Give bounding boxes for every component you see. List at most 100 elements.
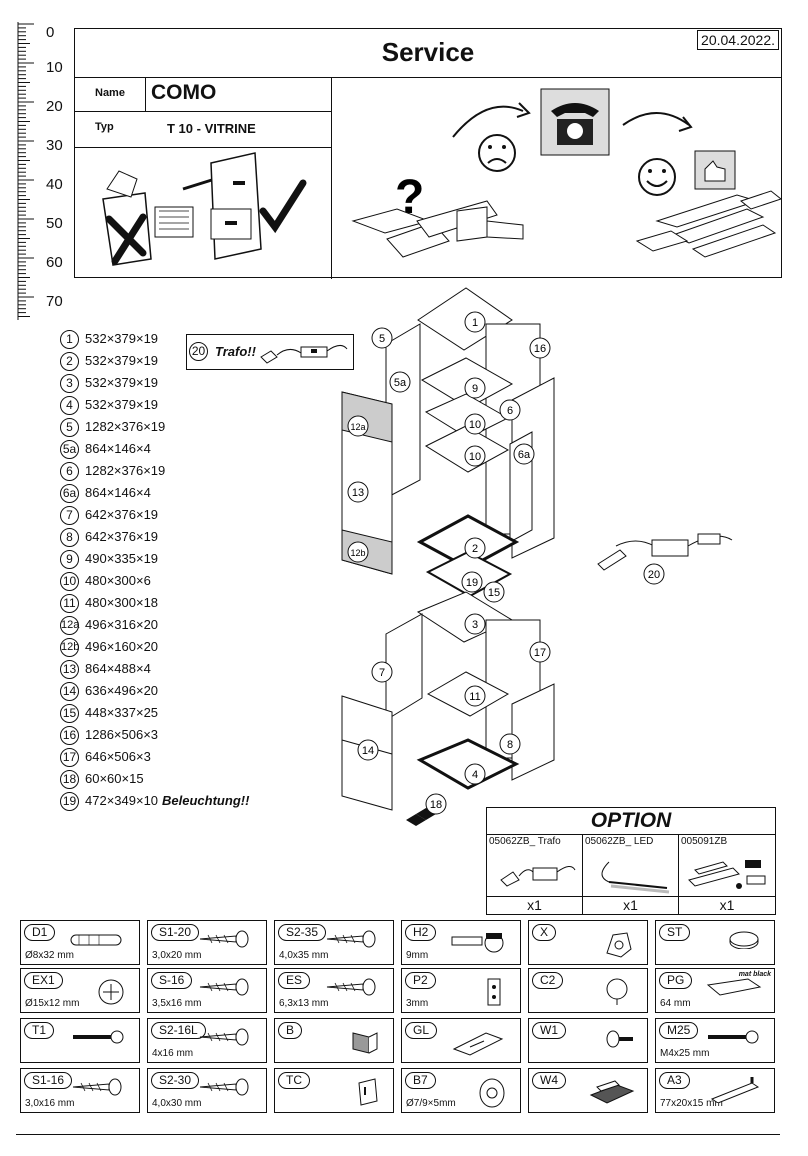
angle-icon [708, 1077, 764, 1108]
hardware-dimension: 3,0x16 mm [25, 1098, 75, 1109]
part-number: 18 [60, 770, 79, 789]
option-qty: x1 [679, 896, 775, 914]
hardware-code: P2 [405, 972, 436, 989]
hardware-code: S2-16L [151, 1022, 206, 1039]
cam-lock-icon [93, 977, 129, 1012]
ruler-label: 60 [46, 254, 63, 271]
part-number: 8 [60, 528, 79, 547]
ruler-label: 50 [46, 215, 63, 232]
callout-label: 19 [466, 577, 478, 589]
part-number: 12a [60, 616, 79, 635]
name-value: COMO [151, 81, 217, 104]
hardware-code: S2-35 [278, 924, 327, 941]
typ-cell: Typ T 10 - VITRINE [75, 111, 331, 148]
option-title: OPTION [487, 808, 775, 835]
hardware-code: S-16 [151, 972, 193, 989]
callout-circle [347, 541, 369, 563]
callout-label: 9 [472, 383, 478, 395]
hardware-dimension: 77x20x15 mm [660, 1098, 723, 1109]
cap-icon [601, 977, 637, 1012]
callout-label: 4 [472, 769, 478, 781]
hardware-code: C2 [532, 972, 564, 989]
clip-icon [601, 929, 637, 964]
part-number: 1 [60, 330, 79, 349]
hardware-item: ST [655, 920, 775, 965]
part-number: 15 [60, 704, 79, 723]
hardware-dimension: 6,3x13 mm [279, 998, 329, 1009]
option-code: 005091ZB [681, 836, 728, 847]
hardware-code: EX1 [24, 972, 63, 989]
callout-label: 16 [534, 343, 546, 355]
part-number: 20 [189, 342, 208, 361]
plate-icon [480, 977, 510, 1012]
hardware-item: A3 77x20x15 mm [655, 1068, 775, 1113]
name-label: Name [95, 87, 125, 99]
option-code: 05062ZB_ Trafo [489, 836, 561, 847]
ruler-label: 10 [46, 59, 63, 76]
hardware-item: GL [401, 1018, 521, 1063]
part-dimensions: 532×379×19 [85, 396, 159, 412]
part-dimensions: 490×335×19 [85, 550, 159, 566]
part-number: 7 [60, 506, 79, 525]
option-box: OPTION 05062ZB_ Trafo x1 05062ZB_ LED x1… [486, 807, 776, 915]
hardware-code: ST [659, 924, 691, 941]
callout-circle [461, 571, 483, 593]
part-number: 2 [60, 352, 79, 371]
callout-circle [499, 733, 521, 755]
callout-label: 2 [472, 543, 478, 555]
hardware-code: B7 [405, 1072, 436, 1089]
transformer-icon [500, 866, 576, 887]
part-number: 6a [60, 484, 79, 503]
page-title: Service [75, 29, 781, 78]
pin-icon [601, 1027, 637, 1058]
part-dimensions: 480×300×18 [85, 594, 159, 610]
callout-label: 12a [350, 422, 365, 432]
hardware-code: B [278, 1022, 303, 1039]
callout-label: 17 [534, 647, 546, 659]
led-kit-icon [688, 860, 766, 889]
hardware-dimension: 64 mm [660, 998, 691, 1009]
callout-label: 20 [648, 569, 660, 581]
screw-icon [196, 977, 256, 1002]
part-dimensions: 646×506×3 [85, 748, 151, 764]
callout-circle [357, 739, 379, 761]
hardware-dimension: 4,0x30 mm [152, 1098, 202, 1109]
part-dimensions: 472×349×10 [85, 792, 159, 808]
handle-icon [704, 977, 764, 1006]
hardware-code: TC [278, 1072, 310, 1089]
hardware-code: PG [659, 972, 693, 989]
glass-holder-icon [450, 1027, 510, 1062]
callout-label: 14 [362, 745, 374, 757]
hardware-code: W1 [532, 1022, 566, 1039]
hardware-code: ES [278, 972, 311, 989]
hardware-code: H2 [405, 924, 437, 941]
option-qty: x1 [583, 896, 678, 914]
part-dimensions: 496×316×20 [85, 616, 159, 632]
part-number: 13 [60, 660, 79, 679]
divider [16, 1134, 780, 1135]
part-number: 10 [60, 572, 79, 591]
hardware-code: S1-20 [151, 924, 200, 941]
callout-circle [371, 327, 393, 349]
block-icon [353, 1077, 383, 1112]
callout-label: 10 [469, 419, 481, 431]
hardware-code: A3 [659, 1072, 690, 1089]
